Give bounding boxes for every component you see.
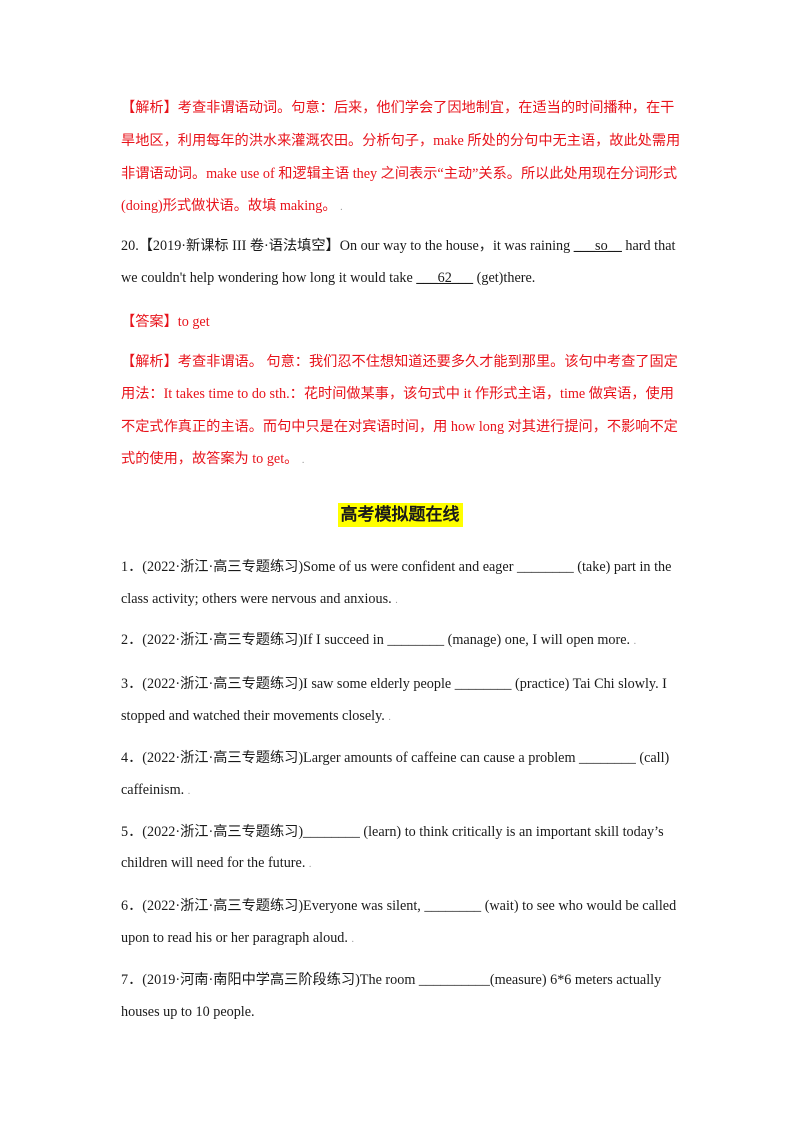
question-5-line-1: 5．(2022·浙江·高三专题练习)________ (learn) to th… (121, 824, 664, 840)
question-4-line-1: 4．(2022·浙江·高三专题练习)Larger amounts of caff… (121, 750, 670, 766)
question-6-line-2: upon to read his or her paragraph aloud.… (121, 930, 354, 946)
question-4-line-2-text: caffeinism. (121, 782, 185, 798)
analysis-20-line-4-text: 式的使用，故答案为 to get。 (121, 451, 299, 467)
section-title-text: 高考模拟题在线 (337, 503, 463, 527)
question-7-line-1: 7．(2019·河南·南阳中学高三阶段练习)The room _________… (121, 972, 662, 988)
answer-20: 【答案】to get (121, 314, 210, 330)
question-20-text-b: hard that (621, 238, 676, 254)
analysis-20-line-1: 【解析】考查非谓语。 句意：我们忍不住想知道还要多久才能到那里。该句中考查了固定 (121, 354, 678, 370)
analysis-19-line-4: (doing)形式做状语。故填 making。 . (121, 198, 343, 214)
question-3-line-2: stopped and watched their movements clos… (121, 708, 391, 724)
section-title: 高考模拟题在线 (0, 500, 800, 527)
question-6-line-1: 6．(2022·浙江·高三专题练习)Everyone was silent, _… (121, 898, 677, 914)
analysis-20-line-2: 用法：It takes time to do sth.：花时间做某事，该句式中 … (121, 386, 674, 402)
analysis-19-line-2: 旱地区，利用每年的洪水来灌溉农田。分析句子，make 所处的分句中无主语，故此处… (121, 133, 681, 149)
question-3-line-2-text: stopped and watched their movements clos… (121, 708, 385, 724)
question-4-line-2: caffeinism. . (121, 782, 191, 798)
analysis-20-line-4: 式的使用，故答案为 to get。 . (121, 451, 305, 467)
question-2-line-1-text: 2．(2022·浙江·高三专题练习)If I succeed in ______… (121, 632, 631, 648)
question-1-line-1: 1．(2022·浙江·高三专题练习)Some of us were confid… (121, 559, 672, 575)
analysis-19-line-1: 【解析】考查非谓语动词。句意：后来，他们学会了因地制宜，在适当的时间播种，在干 (121, 100, 675, 116)
question-3-line-1: 3．(2022·浙江·高三专题练习)I saw some elderly peo… (121, 676, 667, 692)
question-7-line-2: houses up to 10 people. (121, 1004, 255, 1020)
question-20-text-d: (get)there. (473, 270, 536, 286)
question-2-line-1: 2．(2022·浙江·高三专题练习)If I succeed in ______… (121, 632, 637, 648)
question-20-blank-2: ___62___ (416, 270, 474, 286)
question-20-text-a: 20.【2019·新课标 III 卷·语法填空】On our way to th… (121, 238, 574, 254)
question-20-text-c: we couldn't help wondering how long it w… (121, 270, 417, 286)
analysis-19-line-3: 非谓语动词。make use of 和逻辑主语 they 之间表示“主动”关系。… (121, 166, 678, 182)
question-20-blank-1: ___so__ (573, 238, 622, 254)
question-1-line-2: class activity; others were nervous and … (121, 591, 398, 607)
analysis-19-line-4-text: (doing)形式做状语。故填 making。 (121, 198, 337, 214)
question-6-line-2-text: upon to read his or her paragraph aloud. (121, 930, 348, 946)
question-5-line-2: children will need for the future. . (121, 855, 312, 871)
question-20-line-2: we couldn't help wondering how long it w… (121, 268, 681, 288)
question-1-line-2-text: class activity; others were nervous and … (121, 591, 392, 607)
question-5-line-2-text: children will need for the future. (121, 855, 306, 871)
analysis-20-line-3: 不定式作真正的主语。而句中只是在对宾语时间，用 how long 对其进行提问，… (121, 419, 678, 435)
question-20-line-1: 20.【2019·新课标 III 卷·语法填空】On our way to th… (121, 236, 681, 256)
